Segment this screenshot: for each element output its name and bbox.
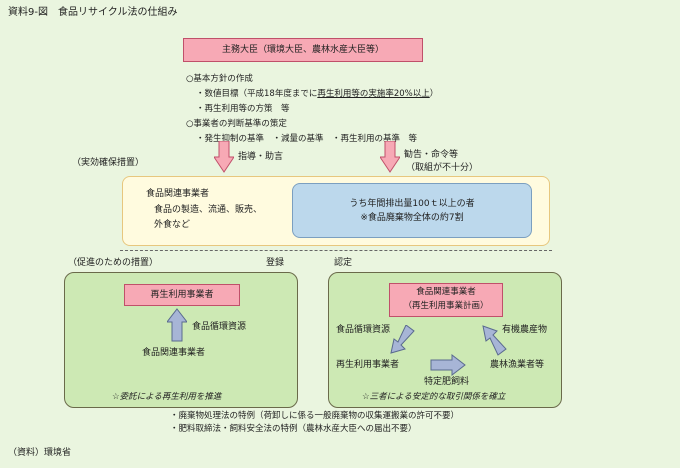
- left-source-label: 食品関連事業者: [142, 348, 206, 358]
- numeric-target-underlined: 再生利用等の実施率20%以上: [317, 89, 430, 99]
- basic-policy-item: ○基本方針の作成: [186, 74, 253, 84]
- recommendation-condition: （取組が不十分）: [406, 163, 479, 173]
- legal-exceptions: ・廃棄物処理法の特例（荷卸しに係る一般廃棄物の収集運搬業の許可不要） ・肥料取締…: [170, 410, 459, 436]
- numeric-target-item: ・数値目標（平成18年度までに再生利用等の実施率20%以上）: [186, 87, 438, 102]
- food-business-desc-1: 食品の製造、流通、販売、: [154, 205, 263, 215]
- guidance-arrow: [214, 141, 234, 173]
- left-resource-arrow: [167, 308, 187, 342]
- competent-ministers-label: 主務大臣（環境大臣、農林水産大臣等）: [221, 45, 384, 55]
- registration-label: 登録: [266, 258, 285, 268]
- section-divider: [120, 250, 552, 251]
- policy-bullets: ○基本方針の作成 ・数値目標（平成18年度までに再生利用等の実施率20%以上） …: [186, 72, 438, 147]
- recycling-methods-item: ・再生利用等の方策 等: [196, 104, 290, 114]
- guidance-label: 指導・助言: [238, 152, 284, 162]
- promotion-label: （促進のための措置）: [68, 258, 159, 268]
- left-resource-label: 食品循環資源: [192, 322, 247, 332]
- enforcement-label: （実効確保措置）: [72, 158, 145, 168]
- right-plan-line1: 食品関連事業者: [416, 287, 476, 297]
- right-plan-line2: （再生利用事業計画）: [403, 301, 489, 311]
- large-emitters-box: うち年間排出量100ｔ以上の者 ※食品廃棄物全体の約7割: [292, 183, 532, 238]
- figure-title: 資料9-図 食品リサイクル法の仕組み: [8, 7, 178, 18]
- criteria-items: ・発生抑制の基準 ・減量の基準 ・再生利用の基準 等: [196, 134, 418, 144]
- food-business-desc-2: 外食など: [154, 220, 191, 230]
- fertilizer-arrow: [430, 354, 466, 376]
- numeric-target-prefix: ・数値目標（平成18年度までに: [196, 89, 318, 99]
- right-panel-note: ☆三者による安定的な取引関係を確立: [362, 392, 506, 402]
- competent-ministers-box: 主務大臣（環境大臣、農林水産大臣等）: [183, 38, 423, 62]
- right-resource-label: 食品循環資源: [336, 325, 391, 335]
- left-recycler-box: 再生利用事業者: [124, 284, 240, 306]
- resource-down-arrow: [390, 325, 415, 354]
- left-recycler-label: 再生利用事業者: [150, 290, 214, 300]
- numeric-target-suffix: ）: [429, 89, 439, 99]
- right-product-label: 有機農産物: [502, 325, 548, 335]
- food-business-title: 食品関連事業者: [146, 189, 210, 199]
- large-emitters-line1: うち年間排出量100ｔ以上の者: [349, 198, 475, 209]
- right-plan-box: 食品関連事業者 （再生利用事業計画）: [389, 283, 503, 317]
- fertilizer-act-exception: ・肥料取締法・飼料安全法の特例（農林水産大臣への届出不要）: [170, 424, 417, 434]
- source-note: （資料）環境省: [8, 448, 72, 458]
- large-emitters-line2: ※食品廃棄物全体の約7割: [360, 212, 464, 223]
- right-recycler-label: 再生利用事業者: [336, 360, 400, 370]
- criteria-item: ○事業者の判断基準の策定: [186, 119, 287, 129]
- recommendation-label: 勧告・命令等: [404, 150, 459, 160]
- right-fertilizer-label: 特定肥飼料: [424, 377, 470, 387]
- right-farmer-label: 農林漁業者等: [490, 360, 545, 370]
- left-panel-note: ☆委託による再生利用を推進: [112, 392, 222, 402]
- certification-label: 認定: [334, 258, 353, 268]
- recommendation-arrow: [380, 141, 400, 173]
- product-up-arrow: [482, 325, 507, 356]
- waste-act-exception: ・廃棄物処理法の特例（荷卸しに係る一般廃棄物の収集運搬業の許可不要）: [170, 411, 460, 421]
